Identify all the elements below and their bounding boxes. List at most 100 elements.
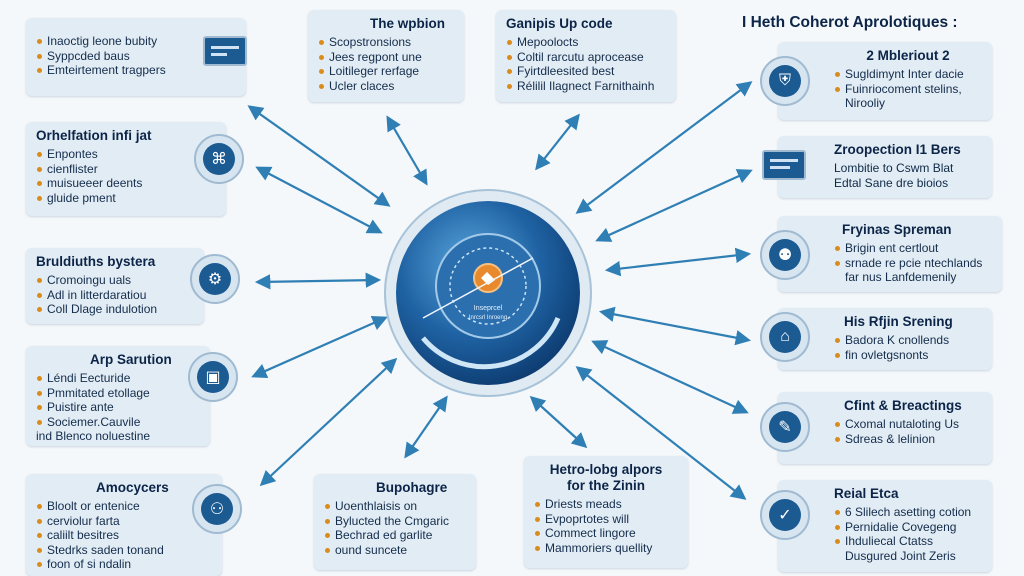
- card-top-2: Ganipis Up code Mepoolocts Coltil rarcut…: [496, 10, 676, 102]
- card-right-3-list: Brigin ent certlout srnade re pcie ntech…: [834, 241, 992, 285]
- card-left-2: Orhelfation infi jat Enpontes cienfliste…: [26, 122, 226, 216]
- card-right-2-title: Zroopection I1 Bers: [834, 142, 961, 157]
- list-item: Cromoingu uals: [36, 273, 194, 288]
- arrow-to-bottom-card-1: [404, 395, 448, 459]
- arrow-to-right-card-2: [595, 169, 753, 242]
- arrow-to-right-card-4: [598, 306, 752, 346]
- arrow-to-right-card-1: [575, 81, 753, 214]
- card-bottom-2: Hetro-lobg alpors for the Zinin Driests …: [524, 456, 688, 568]
- list-item: cienflister: [36, 162, 216, 177]
- card-left-3-title: Bruldiuths bystera: [36, 254, 156, 269]
- central-hub: Inseprcel Inrcsrl Inroeng: [384, 189, 592, 397]
- list-item: srnade re pcie ntechlands: [834, 256, 992, 271]
- list-item: ound suncete: [324, 543, 466, 558]
- list-item: Bloolt or entenice: [36, 499, 212, 514]
- list-item: Sociemer.Cauvile: [36, 415, 200, 430]
- arrow-to-right-card-6: [575, 366, 747, 500]
- card-right-1-title: 2 Mbleriout 2: [866, 48, 950, 63]
- card-right-3: Fryinas Spreman Brigin ent certlout srna…: [778, 216, 1002, 292]
- list-item: Ihduliecal Ctatss: [834, 534, 982, 549]
- list-item: Rélilil Ilagnect Farnithainh: [506, 79, 666, 94]
- card-right-5: Cfint & Breactings Cxomal nutaloting Us …: [778, 392, 992, 464]
- list-item: ind Blenco noluestine: [36, 429, 151, 443]
- arrow-to-left-card-1: [247, 105, 391, 207]
- card-right-3-title: Fryinas Spreman: [842, 222, 952, 237]
- list-item: Syppcded baus: [36, 49, 236, 64]
- card-right-4-list: Badora K cnollends fin ovletgsnonts: [834, 333, 982, 362]
- building-icon: ⌂: [760, 312, 810, 362]
- card-top-1-title: The wpbion: [370, 16, 445, 31]
- card-left-3-list: Cromoingu uals Adl in litterdaratiou Col…: [36, 273, 194, 317]
- card-left-4-list: Léndi Eecturide Pmmitated etollage Puist…: [36, 371, 200, 444]
- document-icon: [762, 150, 806, 180]
- card-right-1: 2 Mbleriout 2 Sugldimynt Inter dacie Fui…: [778, 42, 992, 120]
- list-item: Léndi Eecturide: [36, 371, 200, 386]
- card-bottom-2-title: Hetro-lobg alpors: [549, 462, 663, 477]
- card-right-2: Zroopection I1 Bers Lombitie to Cswm Bla…: [778, 136, 992, 198]
- list-item: Badora K cnollends: [834, 333, 982, 348]
- arrow-to-bottom-card-2: [529, 395, 588, 449]
- team-icon: ⚇: [192, 484, 242, 534]
- arrow-to-left-card-3: [254, 272, 382, 290]
- card-right-5-list: Cxomal nutaloting Us Sdreas & lelinion: [834, 417, 982, 446]
- arrow-to-left-card-2: [255, 166, 383, 234]
- list-item: Bylucted the Cmgaric: [324, 514, 466, 529]
- card-bottom-2-list: Driests meads Evpoprtotes will Commect l…: [534, 497, 678, 555]
- list-item: Uoenthlaisis on: [324, 499, 466, 514]
- card-left-4: Arp Sarution Léndi Eecturide Pmmitated e…: [26, 346, 210, 446]
- list-item: Evpoprtotes will: [534, 512, 678, 527]
- list-item: Enpontes: [36, 147, 216, 162]
- list-item: Brigin ent certlout: [834, 241, 992, 256]
- card-right-6-title: Reial Etca: [834, 486, 899, 501]
- card-right-4-title: His Rfjin Srening: [844, 314, 953, 329]
- list-item: Pmmitated etollage: [36, 386, 200, 401]
- card-top-1-list: Scopstronsions Jees regpont une Loitileg…: [318, 35, 454, 93]
- list-item: Stedrks saden tonand: [36, 543, 212, 558]
- list-item: cerviolur farta: [36, 514, 212, 529]
- list-item: Puistire ante: [36, 400, 200, 415]
- card-top-2-title: Ganipis Up code: [506, 16, 613, 31]
- list-item: gluide pment: [36, 191, 216, 206]
- list-item: Mammoriers quellity: [534, 541, 678, 556]
- list-item: Coltil rarcutu aprocease: [506, 50, 666, 65]
- card-bottom-1-title: Bupohagre: [376, 480, 448, 495]
- card-left-5-title: Amocycers: [96, 480, 169, 495]
- card-left-3: Bruldiuths bystera Cromoingu uals Adl in…: [26, 248, 204, 324]
- list-item: Cxomal nutaloting Us: [834, 417, 982, 432]
- card-left-2-list: Enpontes cienflister muisueeer deents gl…: [36, 147, 216, 205]
- list-item: far nus Lanfdemenily: [845, 270, 957, 284]
- card-right-6: Reial Etca 6 Slilech asetting cotion Per…: [778, 480, 992, 572]
- card-right-5-title: Cfint & Breactings: [844, 398, 962, 413]
- arrow-to-left-card-4: [251, 315, 388, 379]
- card-left-1-list: Inaoctig leone bubity Syppcded baus Emte…: [36, 34, 236, 78]
- list-item: muisueeer deents: [36, 176, 216, 191]
- card-right-2-line-1: Lombitie to Cswm Blat: [834, 161, 954, 175]
- check-shield-icon: ✓: [760, 490, 810, 540]
- connector-arrows: [247, 81, 753, 500]
- hub-label-top: Inseprcel: [474, 305, 503, 312]
- list-item: Loitileger rerfage: [318, 64, 454, 79]
- list-item: Dusgured Joint Zeris: [845, 548, 956, 563]
- list-item: Coll Dlage indulotion: [36, 302, 194, 317]
- list-item: Fuinriocoment stelins,: [834, 82, 982, 97]
- workstation-icon: ✎: [760, 402, 810, 452]
- card-bottom-2-subtitle: for the Zinin: [567, 478, 645, 493]
- card-right-6-list: 6 Slilech asetting cotion Pernidalie Cov…: [834, 505, 982, 563]
- list-item: Sdreas & lelinion: [834, 432, 982, 447]
- card-right-4: His Rfjin Srening Badora K cnollends fin…: [778, 308, 992, 370]
- card-bottom-1-list: Uoenthlaisis on Bylucted the Cmgaric Bec…: [324, 499, 466, 557]
- list-item: Driests meads: [534, 497, 678, 512]
- list-item: Adl in litterdaratiou: [36, 288, 194, 303]
- card-bottom-1: Bupohagre Uoenthlaisis on Bylucted the C…: [314, 474, 476, 570]
- list-item: Pernidalie Covegeng: [834, 520, 982, 535]
- list-item: Nirooliy: [845, 96, 886, 110]
- card-left-2-title: Orhelfation infi jat: [36, 128, 152, 143]
- card-left-5-list: Bloolt or entenice cerviolur farta calii…: [36, 499, 212, 572]
- card-left-4-title: Arp Sarution: [90, 352, 172, 367]
- arrow-to-right-card-5: [591, 340, 749, 414]
- arrow-to-top-card-1: [386, 115, 428, 186]
- page-title: I Heth Coherot Aprolotiques :: [742, 14, 958, 31]
- list-item: Inaoctig leone bubity: [36, 34, 236, 49]
